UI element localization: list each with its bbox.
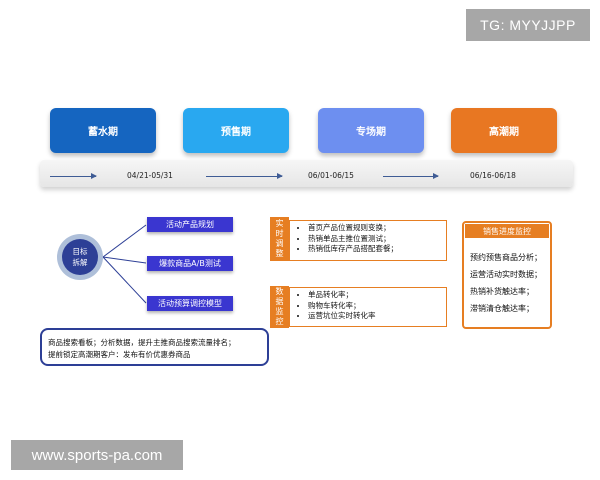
data-monitor-list: 单品转化率； 购物车转化率； 运营坑位实时转化率 <box>289 287 447 327</box>
connector-goal-1 <box>102 224 147 258</box>
goal-product-planning: 活动产品规划 <box>147 217 233 232</box>
goal-center-line2: 拆解 <box>72 258 88 267</box>
goal-center-circle: 目标 拆解 <box>62 239 98 275</box>
phase-special: 专场期 <box>318 108 424 153</box>
goal-ab-test: 爆款商品A/B测试 <box>147 256 233 271</box>
timeline-arrow-1 <box>50 173 97 179</box>
phase-peak: 高潮期 <box>451 108 557 153</box>
list-item: 单品转化率； <box>308 290 446 301</box>
list-item: 热销补货触达率； <box>470 287 534 296</box>
list-item: 首页产品位置规则变换； <box>308 223 446 234</box>
timeline-arrow-2 <box>206 173 283 179</box>
data-board-line2: 提前锁定高潮期客户：发布有价优惠券商品 <box>48 350 191 359</box>
list-item: 运营活动实时数据； <box>470 270 542 279</box>
sales-monitor-title: 销售进度监控 <box>465 224 549 238</box>
goal-center-line1: 目标 <box>72 247 88 256</box>
realtime-list: 首页产品位置规则变换； 热销单品主推位置测试； 热销低库存产品搭配套餐； <box>289 220 447 261</box>
date-range-2: 06/01-06/15 <box>308 171 354 180</box>
list-item: 热销低库存产品搭配套餐； <box>308 244 446 255</box>
data-board-line1: 商品搜索看板；分析数据，提升主推商品搜索流量排名； <box>48 338 236 347</box>
phase-presale: 预售期 <box>183 108 289 153</box>
data-board-box: 商品搜索看板；分析数据，提升主推商品搜索流量排名； 提前锁定高潮期客户：发布有价… <box>40 328 269 366</box>
goal-budget-model: 活动预算调控模型 <box>147 296 233 311</box>
list-item: 购物车转化率； <box>308 301 446 312</box>
date-range-1: 04/21-05/31 <box>127 171 173 180</box>
watermark-top: TG: MYYJJPP <box>466 9 590 41</box>
realtime-label: 实 时 调 整 <box>270 217 289 261</box>
connector-goal-3 <box>102 256 147 304</box>
data-monitor-label: 数 据 监 控 <box>270 286 289 328</box>
watermark-bottom: www.sports-pa.com <box>11 440 183 470</box>
list-item: 预约预售商品分析； <box>470 253 542 262</box>
phase-reservoir: 蓄水期 <box>50 108 156 153</box>
connector-goal-2 <box>102 256 147 264</box>
sales-monitor-box: 销售进度监控 预约预售商品分析； 运营活动实时数据； 热销补货触达率； 滞销清仓… <box>462 221 552 329</box>
list-item: 运营坑位实时转化率 <box>308 311 446 322</box>
list-item: 热销单品主推位置测试； <box>308 234 446 245</box>
timeline-bar <box>40 160 573 187</box>
sales-monitor-list: 预约预售商品分析； 运营活动实时数据； 热销补货触达率； 滞销清仓触达率； <box>464 239 550 317</box>
timeline-arrow-3 <box>383 173 439 179</box>
list-item: 滞销清仓触达率； <box>470 304 534 313</box>
date-range-3: 06/16-06/18 <box>470 171 516 180</box>
